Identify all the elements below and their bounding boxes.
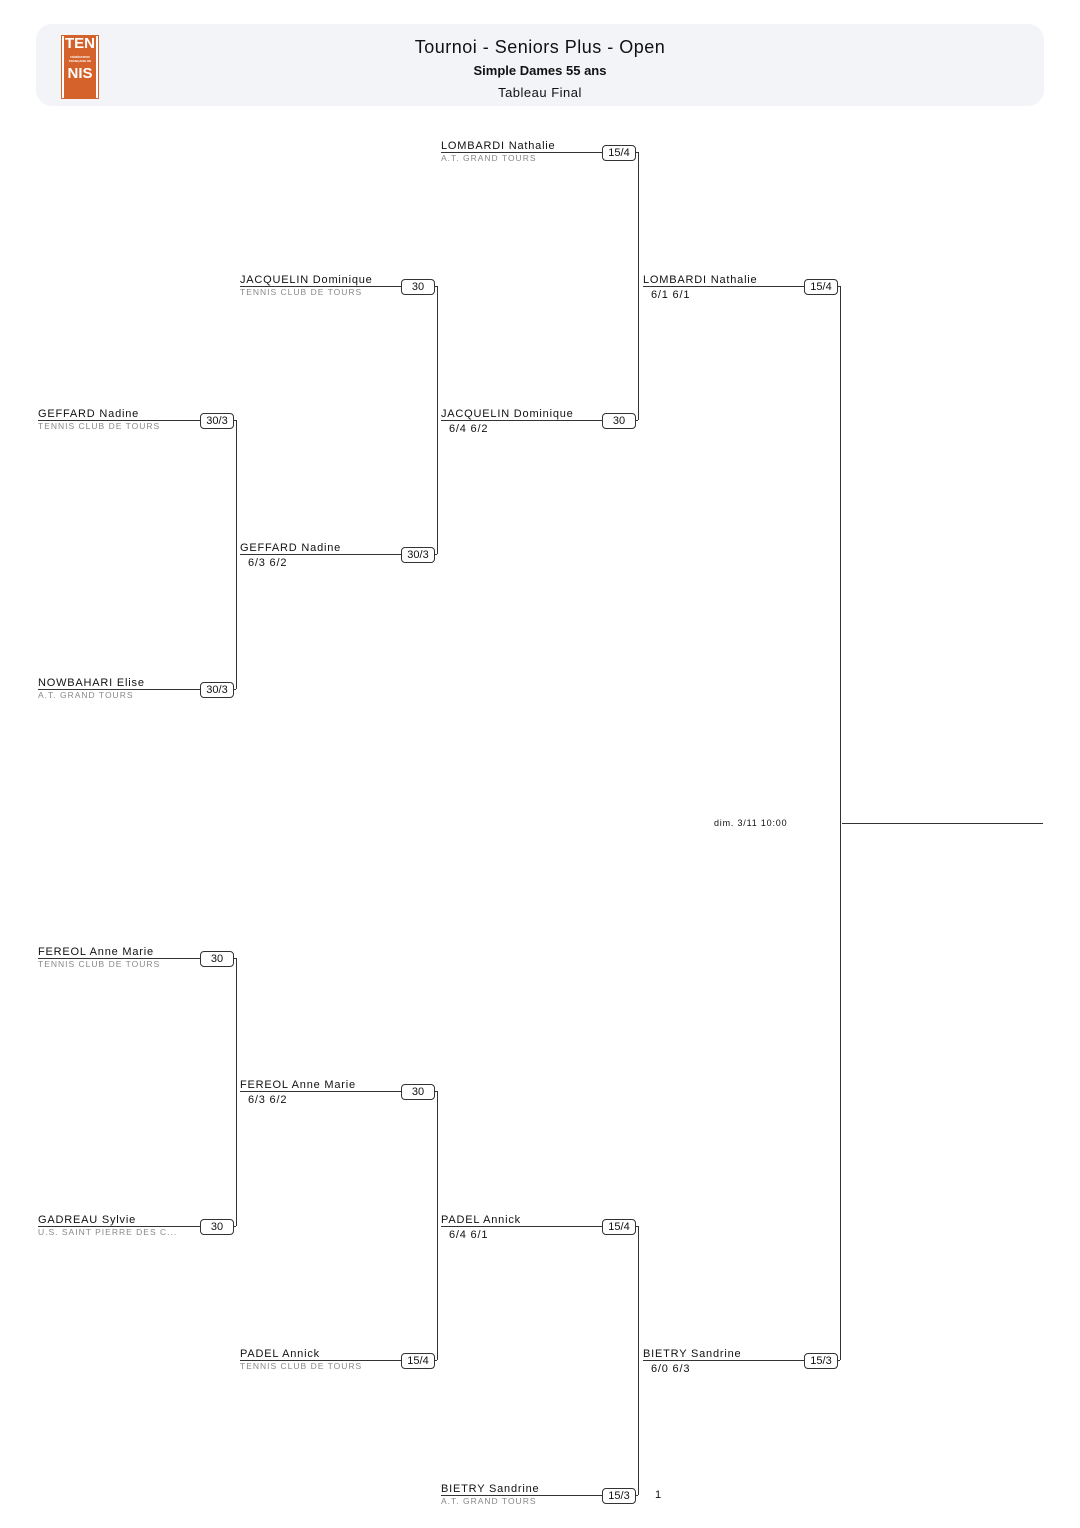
player-name: LOMBARDI Nathalie [441, 140, 556, 152]
player-club: A.T. GRAND TOURS [441, 1496, 537, 1506]
player-name: GEFFARD Nadine [240, 542, 342, 554]
match-score: 6/4 6/2 [449, 423, 489, 435]
player-entry[interactable]: GEFFARD Nadine 6/3 6/2 30/3 [240, 542, 437, 569]
player-name: BIETRY Sandrine [441, 1483, 540, 1495]
player-entry[interactable]: FEREOL Anne Marie TENNIS CLUB DE TOURS 3… [38, 946, 236, 969]
player-club: TENNIS CLUB DE TOURS [38, 959, 161, 969]
player-name: FEREOL Anne Marie [38, 946, 154, 958]
player-name: GADREAU Sylvie [38, 1214, 136, 1226]
bracket-connector [236, 958, 237, 1226]
player-name: GEFFARD Nadine [38, 408, 140, 420]
bracket-connector [437, 1091, 438, 1360]
ranking-badge: 30 [200, 951, 234, 967]
player-name: FEREOL Anne Marie [240, 1079, 356, 1091]
ranking-badge: 15/4 [401, 1353, 435, 1369]
draw-stage: Tableau Final [498, 85, 582, 100]
ranking-badge: 30 [401, 1084, 435, 1100]
ranking-badge: 15/4 [804, 279, 838, 295]
player-name: JACQUELIN Dominique [441, 408, 574, 420]
bracket-connector [437, 286, 438, 554]
match-score: 6/0 6/3 [651, 1363, 691, 1375]
player-club: TENNIS CLUB DE TOURS [38, 421, 161, 431]
player-name: NOWBAHARI Elise [38, 677, 145, 689]
player-entry[interactable]: GEFFARD Nadine TENNIS CLUB DE TOURS 30/3 [38, 408, 236, 431]
seed-number: 1 [655, 1489, 662, 1501]
ranking-badge: 30/3 [401, 547, 435, 563]
ranking-badge: 30 [401, 279, 435, 295]
match-score: 6/1 6/1 [651, 289, 691, 301]
bracket-connector [638, 1226, 639, 1495]
player-entry[interactable]: JACQUELIN Dominique TENNIS CLUB DE TOURS… [240, 274, 437, 297]
player-entry[interactable]: PADEL Annick TENNIS CLUB DE TOURS 15/4 [240, 1348, 437, 1371]
bracket-connector [638, 152, 639, 420]
final-winner-line [842, 823, 1043, 824]
player-entry[interactable]: BIETRY Sandrine 6/0 6/3 15/3 [643, 1348, 840, 1375]
ranking-badge: 30 [200, 1219, 234, 1235]
player-entry[interactable]: BIETRY Sandrine A.T. GRAND TOURS 15/3 [441, 1483, 638, 1506]
ranking-badge: 30 [602, 413, 636, 429]
event-subtitle: Simple Dames 55 ans [473, 63, 607, 78]
player-name: PADEL Annick [240, 1348, 320, 1360]
player-club: A.T. GRAND TOURS [441, 153, 537, 163]
bracket-connector [840, 286, 841, 1360]
ranking-badge: 15/4 [602, 145, 636, 161]
player-club: TENNIS CLUB DE TOURS [240, 287, 363, 297]
player-club: A.T. GRAND TOURS [38, 690, 134, 700]
player-name: BIETRY Sandrine [643, 1348, 742, 1360]
ranking-badge: 15/3 [804, 1353, 838, 1369]
player-entry[interactable]: LOMBARDI Nathalie A.T. GRAND TOURS 15/4 [441, 140, 638, 163]
player-entry[interactable]: FEREOL Anne Marie 6/3 6/2 30 [240, 1079, 437, 1106]
ranking-badge: 15/4 [602, 1219, 636, 1235]
player-entry[interactable]: PADEL Annick 6/4 6/1 15/4 [441, 1214, 638, 1241]
ranking-badge: 15/3 [602, 1488, 636, 1504]
player-entry[interactable]: GADREAU Sylvie U.S. SAINT PIERRE DES C..… [38, 1214, 236, 1237]
match-score: 6/4 6/1 [449, 1229, 489, 1241]
player-name: PADEL Annick [441, 1214, 521, 1226]
player-entry[interactable]: NOWBAHARI Elise A.T. GRAND TOURS 30/3 [38, 677, 236, 700]
tournament-title: Tournoi - Seniors Plus - Open [414, 37, 666, 57]
player-name: JACQUELIN Dominique [240, 274, 373, 286]
player-club: U.S. SAINT PIERRE DES C... [38, 1227, 178, 1237]
bracket-connector [236, 420, 237, 689]
ranking-badge: 30/3 [200, 413, 234, 429]
match-score: 6/3 6/2 [248, 557, 288, 569]
player-club: TENNIS CLUB DE TOURS [240, 1361, 363, 1371]
player-entry[interactable]: LOMBARDI Nathalie 6/1 6/1 15/4 [643, 274, 840, 301]
final-schedule: dim. 3/11 10:00 [714, 818, 788, 828]
player-entry[interactable]: JACQUELIN Dominique 6/4 6/2 30 [441, 408, 638, 435]
ranking-badge: 30/3 [200, 682, 234, 698]
match-score: 6/3 6/2 [248, 1094, 288, 1106]
player-name: LOMBARDI Nathalie [643, 274, 758, 286]
